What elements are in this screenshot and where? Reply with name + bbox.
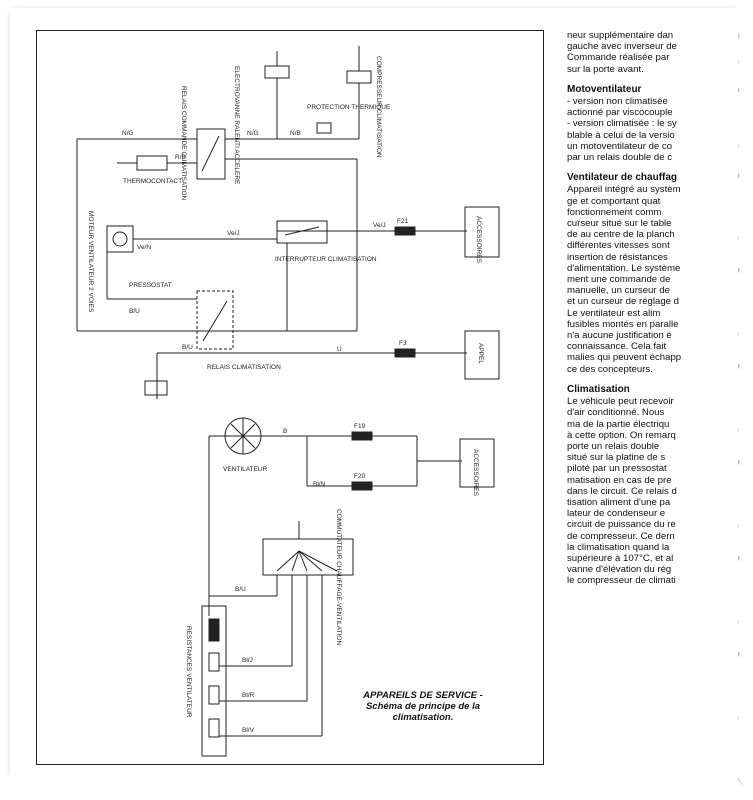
text-line: par un relais double de c — [567, 152, 673, 164]
label-thermocontact: THERMOCONTACT — [123, 178, 182, 185]
wire-label-bu: B/U — [129, 308, 140, 315]
text-line: curseur situé sur le table — [567, 218, 672, 230]
wire-label-vem: Ve/N — [137, 244, 151, 251]
text-line: Commande réalisée par — [567, 52, 670, 64]
caption-line-3: climatisation. — [392, 712, 454, 723]
wire-label-ve: Ve/J — [227, 230, 240, 237]
text-line: manuelle, un curseur de — [567, 285, 670, 297]
wiring-diagram: ELECTROVANNE RALENTI ACCELERE COMPRESSEU… — [36, 30, 544, 765]
text-line: d'alimentation. Le système — [567, 262, 681, 274]
document-page: ELECTROVANNE RALENTI ACCELERE COMPRESSEU… — [10, 8, 738, 783]
heading-climatisation: Climatisation — [567, 383, 630, 395]
wire-label-bl2: Bl/R — [242, 692, 255, 699]
wire-label-blv: Bl/V — [242, 727, 255, 734]
text-line: fusibles montés en paralle — [567, 318, 679, 330]
label-resistances: RESISTANCES VENTILATEUR — [185, 626, 192, 718]
text-line: supérieure à 107°C, et al — [567, 552, 674, 564]
label-accessoires-1: ACCESSOIRES — [475, 216, 482, 264]
text-line: situé sur la platine de s — [567, 452, 666, 464]
text-line: actionné par viscocouple — [567, 107, 673, 119]
wire-label-nb: N/B — [290, 130, 301, 137]
ventilateur-paragraph: Appareil intégré au systèm ge et comport… — [567, 184, 738, 374]
text-line: ma de la partie électriqu — [567, 418, 670, 430]
wire-label-ng: N/G — [122, 130, 134, 137]
label-ventilateur: VENTILATEUR — [223, 466, 268, 473]
label-fuse-f3: F3 — [399, 340, 407, 347]
diagram-caption: APPAREILS DE SERVICE - Schéma de princip… — [328, 690, 518, 723]
text-line: gauche avec inverseur de — [567, 41, 677, 53]
wire-label-b: B — [283, 428, 287, 435]
caption-line-2: Schéma de principe de la — [365, 701, 481, 712]
text-line: Appareil intégré au systèm — [567, 184, 681, 196]
text-line: matisation en cas de pre — [567, 474, 672, 486]
text-line: ment une commande de — [567, 274, 671, 286]
text-line: et un curseur de réglage d — [567, 296, 680, 308]
text-line: dans le circuit. Ce relais d — [567, 485, 677, 497]
text-line: Le ventilateur est alim — [567, 307, 661, 319]
text-line: blable à celui de la versio — [567, 129, 675, 141]
label-relais-commande: RELAIS COMMANDE CLIMATISATION — [180, 86, 187, 201]
wire-label-ng2: N/G — [247, 130, 259, 137]
text-line: - version non climatisée — [567, 96, 668, 108]
label-compresseur: COMPRESSEUR CLIMATISATION — [375, 56, 382, 158]
wire-label-u: U — [337, 346, 342, 353]
text-column: neur supplémentaire dan gauche avec inve… — [567, 30, 738, 587]
motoventilateur-paragraph: - version non climatisée actionné par vi… — [567, 96, 738, 163]
text-line: de au centre de la planch — [567, 229, 675, 241]
label-protection: PROTECTION THERMIQUE — [307, 104, 391, 111]
wire-label-bu3: B/U — [235, 586, 246, 593]
text-line: n'a aucune justification é — [567, 330, 672, 342]
wire-label-rb: R/B — [175, 154, 186, 161]
text-line: porte un relais double — [567, 440, 660, 452]
text-line: malies qui peuvent échapp — [567, 352, 682, 364]
heading-motoventilateur: Motoventilateur — [567, 83, 642, 95]
text-line: d'air conditionné. Nous — [567, 407, 665, 419]
label-moteur: MOTEUR VENTILATEUR 2 VOIES — [87, 211, 94, 313]
text-line: vanne d'élévation du rég — [567, 564, 672, 576]
label-pressostat: PRESSOSTAT — [129, 282, 172, 289]
heading-ventilateur: Ventilateur de chauffag — [567, 172, 678, 184]
label-appel: APPEL — [477, 343, 484, 364]
label-fuse-f21: F21 — [397, 218, 409, 225]
label-relais-clim: RELAIS CLIMATISATION — [207, 364, 281, 371]
label-electrovanne: ELECTROVANNE RALENTI ACCELERE — [233, 66, 240, 185]
label-fuse-f19: F19 — [354, 423, 366, 430]
text-line: sur la porte avant. — [567, 63, 644, 75]
text-line: différentes vitesses sont — [567, 240, 670, 252]
wire-label-bu2: B/U — [182, 344, 193, 351]
text-line: ge et comportant quat — [567, 195, 661, 207]
wiring-diagram-drawing: ELECTROVANNE RALENTI ACCELERE COMPRESSEU… — [76, 46, 500, 757]
text-line: - version climatisée : le sy — [567, 118, 677, 130]
text-line: à cette option. On remarq — [567, 429, 676, 441]
text-line: un motoventilateur de co — [567, 140, 673, 152]
text-line: neur supplémentaire dan — [567, 30, 674, 41]
text-line: Le véhicule peut recevoir — [567, 396, 674, 408]
text-line: ce des concepteurs. — [567, 363, 653, 375]
text-line: tisation aliment d'une pa — [567, 496, 671, 508]
climatisation-paragraph: Le véhicule peut recevoir d'air conditio… — [567, 396, 738, 586]
text-line: fonctionnement comm — [567, 206, 662, 218]
intro-paragraph: neur supplémentaire dan gauche avec inve… — [567, 30, 738, 75]
wire-label-bl: Bl/J — [242, 657, 253, 664]
wire-label-vej: Ve/J — [373, 222, 386, 229]
text-line: circuit de puissance du re — [567, 519, 676, 531]
text-line: la climatisation quand la — [567, 541, 670, 553]
label-accessoires-2: ACCESSOIRES — [472, 449, 479, 497]
label-fuse-f20: F20 — [354, 473, 366, 480]
text-line: le compresseur de climati — [567, 575, 676, 587]
text-line: connaissance. Cela fait — [567, 341, 667, 353]
text-line: piloté par un pressostat — [567, 463, 667, 475]
text-line: lateur de condenseur e — [567, 508, 666, 520]
label-commutateur: COMMUTATEUR CHAUFFAGE-VENTILATION — [335, 509, 342, 645]
wire-label-bn: Bl/N — [313, 481, 326, 488]
text-line: de compresseur. Ce dern — [567, 530, 675, 542]
text-line: insertion de résistances — [567, 251, 668, 263]
label-interrupteur: INTERRUPTEUR CLIMATISATION — [275, 256, 377, 263]
caption-line-1: APPAREILS DE SERVICE - — [363, 690, 483, 701]
